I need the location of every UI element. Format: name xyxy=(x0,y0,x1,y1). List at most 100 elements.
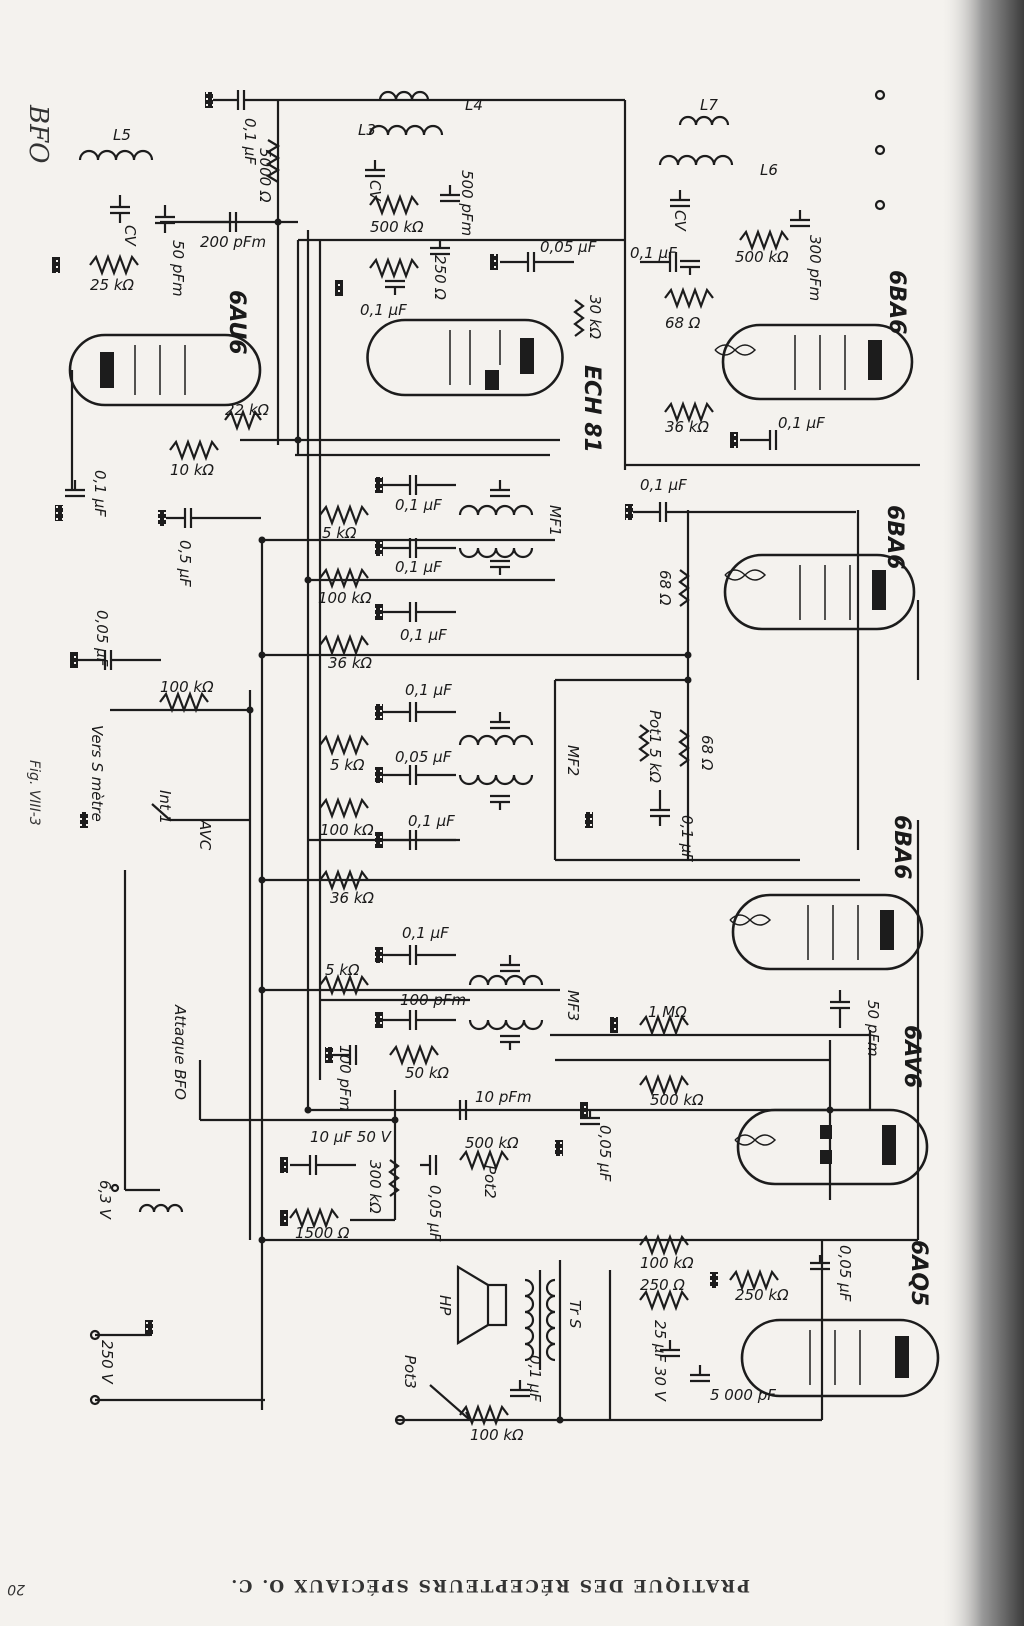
label-r-36k-b: 36 kΩ xyxy=(328,654,373,672)
horizontal-wiring xyxy=(110,98,920,1422)
label-c-10uf: 10 µF 50 V xyxy=(310,1128,393,1146)
label-c-250: 250 Ω xyxy=(431,255,449,300)
label-r-5k-b: 5 kΩ xyxy=(330,756,365,774)
component-labels: BFO 0,1 µF 5000 Ω L5 L4 L3 L6 L7 CV CV C… xyxy=(23,96,931,1444)
label-r-50k: 50 kΩ xyxy=(405,1064,450,1082)
label-tube-6au6: 6AU6 xyxy=(224,290,249,355)
capacitors xyxy=(65,90,856,1398)
label-mf1: MF1 xyxy=(546,505,564,536)
label-tube-6av6: 6AV6 xyxy=(899,1025,924,1088)
label-mf3: MF3 xyxy=(564,990,582,1021)
label-r-68b: 68 Ω xyxy=(656,570,674,606)
label-r-36k-c: 36 kΩ xyxy=(330,889,375,907)
label-r-500k-b: 500 kΩ xyxy=(735,248,789,266)
label-c-01uf-e: 0,1 µF xyxy=(91,470,109,517)
label-c-01uf-f: 0,1 µF xyxy=(395,496,442,514)
label-c-01uf-l: 0,1 µF xyxy=(408,812,455,830)
label-r-500k-d: 500 kΩ xyxy=(465,1134,519,1152)
label-r-100k-e: 100 kΩ xyxy=(470,1426,524,1444)
label-c-5000pf: 5 000 pF xyxy=(710,1386,776,1404)
label-c-01uf-d: 0,1 µF xyxy=(778,414,825,432)
label-c-01uf-i: 0,1 µF xyxy=(400,626,447,644)
label-bfo: BFO xyxy=(23,104,53,163)
label-c-005uf-e: 0,05 µF xyxy=(426,1185,444,1242)
label-c-05uf: 0,5 µF xyxy=(176,540,194,587)
label-avc: AVC xyxy=(196,819,214,851)
label-tube-6aq5: 6AQ5 xyxy=(906,1240,931,1306)
label-c-25uf: 25 µF 30 V xyxy=(651,1320,669,1403)
label-l4: L4 xyxy=(465,96,483,114)
label-r-500k-c: 500 kΩ xyxy=(650,1091,704,1109)
label-v250: 250 V xyxy=(98,1340,116,1385)
label-attaque: Attaque BFO xyxy=(171,1004,189,1100)
label-r-100k-b: 100 kΩ xyxy=(160,678,214,696)
label-c-01uf-j: 0,1 µF xyxy=(405,681,452,699)
label-r-300k: 300 kΩ xyxy=(366,1160,384,1214)
label-trs: Tr S xyxy=(566,1300,584,1329)
label-c-500pf: 500 pFm xyxy=(458,170,476,236)
label-r-250a: 250 Ω xyxy=(640,1276,685,1294)
label-c-100pf-b: 100 pFm xyxy=(336,1045,354,1111)
label-c-01uf-n: 0,1 µF xyxy=(526,1355,544,1402)
label-c-005uf-c: 0,05 µF xyxy=(395,748,452,766)
label-r-30k: 30 kΩ xyxy=(586,295,604,340)
loudspeaker xyxy=(456,1265,508,1345)
label-pot2: Pot2 xyxy=(481,1165,499,1199)
bus-wiring xyxy=(70,100,920,1420)
label-r-5k-a: 5 kΩ xyxy=(322,524,357,542)
label-l3: L3 xyxy=(358,121,376,139)
label-c-01uf-m: 0,1 µF xyxy=(402,924,449,942)
label-c-01uf-c: 0,1 µF xyxy=(360,301,407,319)
label-r-5000: 5000 Ω xyxy=(256,148,274,203)
label-r-1m: 1 MΩ xyxy=(648,1003,687,1021)
label-c-01uf-k: 0,1 µF xyxy=(678,815,696,862)
coils xyxy=(78,90,734,1370)
label-hp: HP xyxy=(436,1295,454,1316)
label-mf2: MF2 xyxy=(564,745,582,776)
label-r-68c: 68 Ω xyxy=(698,735,716,771)
label-c-01uf-h: 0,1 µF xyxy=(395,558,442,576)
label-l6: L6 xyxy=(760,161,778,179)
label-r-100k-c: 100 kΩ xyxy=(320,821,374,839)
label-cv-3: CV xyxy=(671,210,689,232)
label-r-5k-c: 5 kΩ xyxy=(325,961,360,979)
label-c-100pf-a: 100 pFm xyxy=(400,991,466,1009)
label-cv-2: CV xyxy=(366,180,384,202)
label-tube-6ba6-a: 6BA6 xyxy=(884,270,909,334)
label-r-250k: 250 kΩ xyxy=(735,1286,789,1304)
label-v63: 6,3 V xyxy=(96,1180,114,1221)
label-c-005uf-b: 0,05 µF xyxy=(93,610,111,667)
label-tube-6ba6-c: 6BA6 xyxy=(889,815,914,879)
label-c-005uf-d: 0,05 µF xyxy=(596,1125,614,1182)
label-c-01uf-b: 0,1 µF xyxy=(630,244,677,262)
label-r-25k: 25 kΩ xyxy=(90,276,135,294)
label-c-005uf-a: 0,05 µF xyxy=(540,238,597,256)
label-r-36k-a: 36 kΩ xyxy=(665,418,710,436)
label-l5: L5 xyxy=(113,126,131,144)
label-c-50pf-b: 50 pFm xyxy=(864,1000,882,1057)
vacuum-tubes xyxy=(68,318,940,1398)
label-tube-ech81: ECH 81 xyxy=(579,365,604,453)
label-int1: Int 1 xyxy=(156,790,174,824)
label-pot1: Pot1 5 kΩ xyxy=(646,710,664,783)
label-vers-s: Vers S mètre xyxy=(88,725,106,822)
label-c-005uf-f: 0,05 µF xyxy=(836,1245,854,1302)
label-r-22k: 22 kΩ xyxy=(225,401,270,419)
label-c-300pf: 300 pFm xyxy=(806,235,824,301)
label-c-50pf: 50 pFm xyxy=(169,240,187,297)
label-cv-1: CV xyxy=(121,225,139,247)
label-c-01uf-a: 0,1 µF xyxy=(241,118,259,165)
label-tube-6ba6-b: 6BA6 xyxy=(882,505,907,569)
page-number: 20 xyxy=(7,1581,25,1597)
ground-symbols xyxy=(52,92,738,1336)
label-r-68a: 68 Ω xyxy=(665,314,701,332)
label-r-100k-d: 100 kΩ xyxy=(640,1254,694,1272)
label-pot3: Pot3 xyxy=(401,1355,419,1389)
label-c-200pf: 200 pFm xyxy=(200,233,266,251)
label-r-1500: 1500 Ω xyxy=(295,1224,350,1242)
label-r-100k-a: 100 kΩ xyxy=(318,589,372,607)
page-edge-shadow xyxy=(940,0,1024,1626)
label-c-01uf-g: 0,1 µF xyxy=(640,476,687,494)
